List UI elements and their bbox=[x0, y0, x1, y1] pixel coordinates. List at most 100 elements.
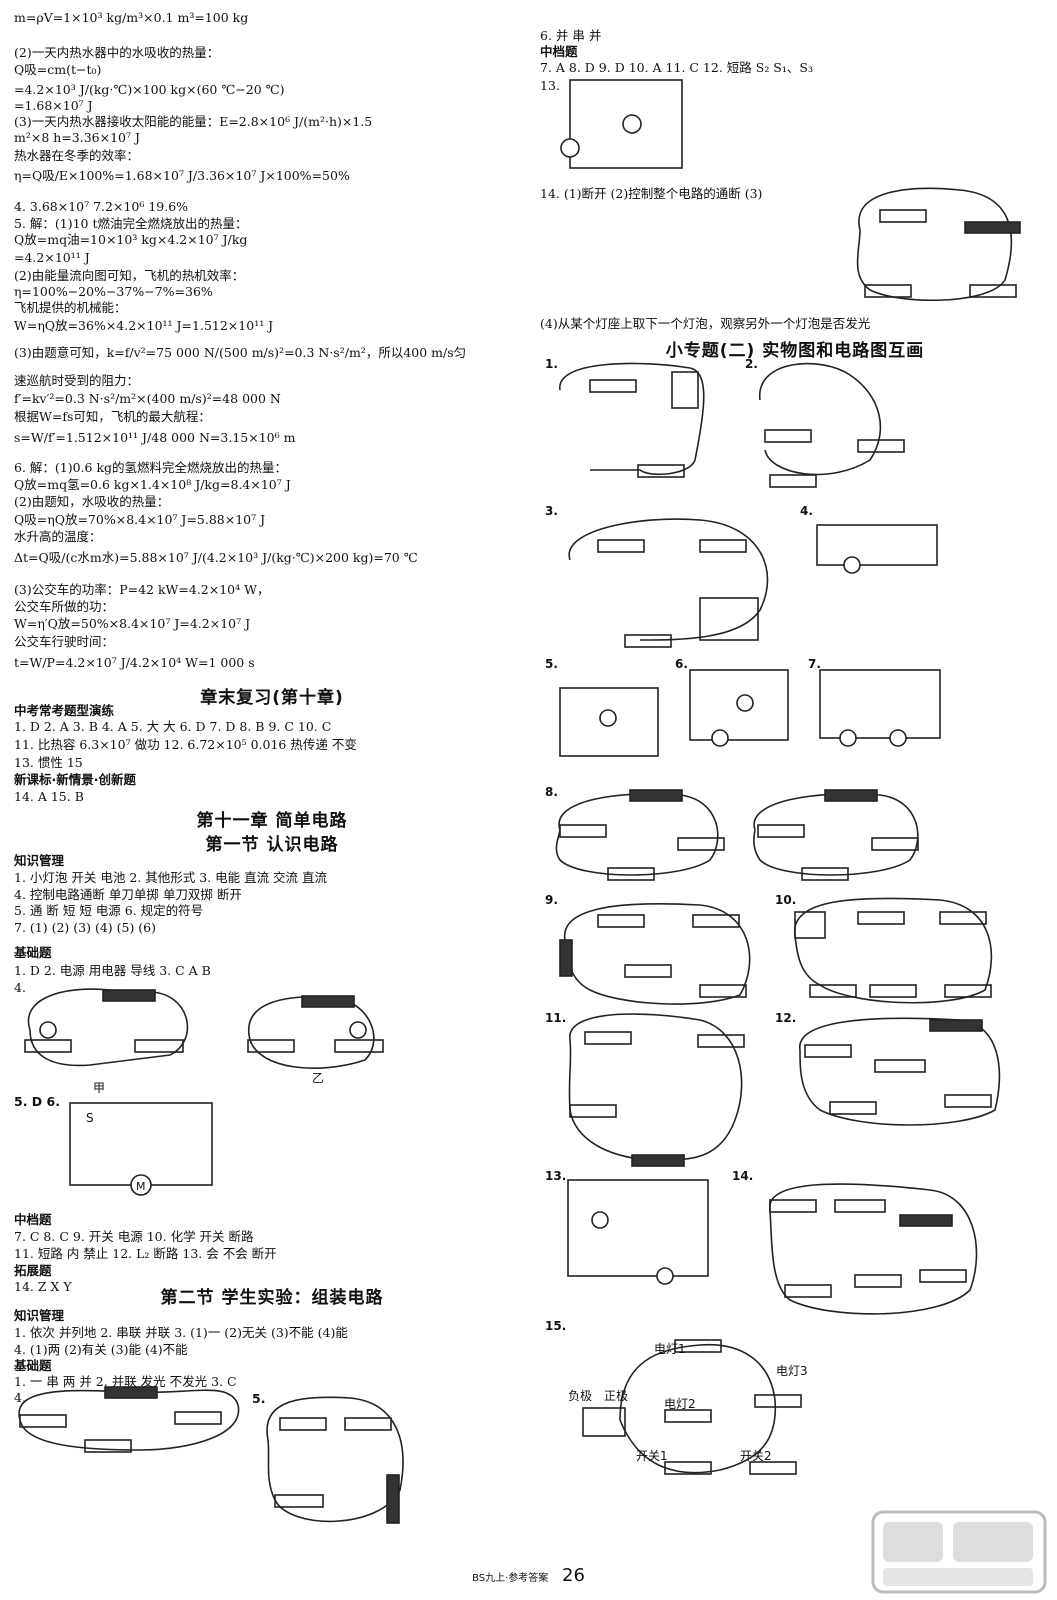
answer-line: Q吸=ηQ放=70%×8.4×10⁷ J=5.88×10⁷ J bbox=[14, 512, 266, 527]
section-title: 第一节 认识电路 bbox=[205, 835, 339, 855]
svg-text:13.: 13. bbox=[545, 1169, 566, 1183]
special-topic-title: 小专题(二) 实物图和电路图互画 bbox=[665, 341, 925, 361]
answer-line: (3)一天内热水器接收太阳能的能量：E=2.8×10⁶ J/(m²·h)×1.5 bbox=[14, 114, 373, 129]
svg-text:3.: 3. bbox=[545, 504, 558, 518]
label-lamp3: 电灯3 bbox=[776, 1364, 808, 1378]
section2-line: 1. 依次 并列地 2. 串联 并联 3. (1)一 (2)无关 (3)不能 (… bbox=[14, 1325, 348, 1340]
answer-line: =4.2×10¹¹ J bbox=[14, 250, 90, 265]
label-yi: 乙 bbox=[312, 1071, 324, 1085]
answer-line: 公交车所做的功： bbox=[14, 599, 115, 614]
svg-text:1.: 1. bbox=[545, 357, 558, 371]
answer-line: 飞机提供的机械能： bbox=[14, 300, 127, 315]
answer-line: =4.2×10³ J/(kg·℃)×100 kg×(60 ℃−20 ℃) bbox=[14, 82, 285, 97]
answer-line: m²×8 h=3.36×10⁷ J bbox=[14, 130, 140, 145]
q14-4-line: (4)从某个灯座上取下一个灯泡，观察另外一个灯泡是否发光 bbox=[540, 316, 871, 331]
label-m: M bbox=[136, 1180, 146, 1193]
answer-line: 根据W=fs可知，飞机的最大航程： bbox=[14, 409, 211, 424]
section1-line: 5. 通 断 短 短 电源 6. 规定的符号 bbox=[14, 903, 204, 918]
answer-line: W=ηQ放=36%×4.2×10¹¹ J=1.512×10¹¹ J bbox=[14, 318, 274, 333]
page-number: 26 bbox=[562, 1565, 585, 1586]
section2-q5: 5. bbox=[252, 1391, 266, 1406]
section2-line: 基础题 bbox=[14, 1358, 52, 1373]
svg-text:2.: 2. bbox=[745, 357, 758, 371]
svg-text:10.: 10. bbox=[775, 893, 796, 907]
answer-line: η=Q吸/E×100%=1.68×10⁷ J/3.36×10⁷ J×100%=5… bbox=[14, 168, 350, 183]
svg-text:12.: 12. bbox=[775, 1011, 796, 1025]
answer-line: 水升高的温度： bbox=[14, 529, 102, 544]
watermark-logo bbox=[871, 1510, 1047, 1594]
footer-tag: BS九上·参考答案 bbox=[472, 1573, 549, 1584]
q14-line: 14. (1)断开 (2)控制整个电路的通断 (3) bbox=[540, 186, 763, 201]
svg-text:11.: 11. bbox=[545, 1011, 566, 1025]
review-line: 新课标·新情景·创新题 bbox=[14, 772, 136, 787]
section2-title: 第二节 学生实验：组装电路 bbox=[160, 1288, 384, 1308]
review-line: 11. 比热容 6.3×10⁷ 做功 12. 6.72×10⁵ 0.016 热传… bbox=[14, 737, 357, 752]
answer-line: t=W/P=4.2×10⁷ J/4.2×10⁴ W=1 000 s bbox=[14, 655, 255, 670]
section2-line: 知识管理 bbox=[14, 1308, 65, 1323]
section1-line: 知识管理 bbox=[14, 853, 65, 868]
svg-text:15.: 15. bbox=[545, 1319, 566, 1333]
right-line: 中档题 bbox=[540, 44, 578, 59]
chapter-title: 第十一章 简单电路 bbox=[196, 811, 348, 831]
answer-line: 公交车行驶时间： bbox=[14, 634, 115, 649]
review-line: 1. D 2. A 3. B 4. A 5. 大 大 6. D 7. D 8. … bbox=[14, 719, 332, 734]
answer-line: 6. 解：(1)0.6 kg的氢燃料完全燃烧放出的热量： bbox=[14, 460, 288, 475]
label-sw2: 开关2 bbox=[740, 1449, 772, 1463]
answer-line: Q吸=cm(t−t₀) bbox=[14, 62, 102, 77]
answer-line: (3)公交车的功率：P=42 kW=4.2×10⁴ W， bbox=[14, 582, 270, 597]
right-line: 7. A 8. D 9. D 10. A 11. C 12. 短路 S₂ S₁、… bbox=[540, 60, 813, 75]
label-neg: 负极 bbox=[568, 1389, 592, 1403]
svg-text:8.: 8. bbox=[545, 785, 558, 799]
figure-labels: 甲 S M 乙 bbox=[86, 1071, 324, 1193]
svg-text:14.: 14. bbox=[732, 1169, 753, 1183]
section1-line: 7. (1) (2) (3) (4) (5) (6) bbox=[14, 920, 157, 935]
section2-line: 4. (1)两 (2)有关 (3)能 (4)不能 bbox=[14, 1342, 188, 1357]
answer-line: W=η′Q放=50%×8.4×10⁷ J=4.2×10⁷ J bbox=[14, 616, 251, 631]
label-pos: 正极 bbox=[604, 1389, 628, 1403]
answer-line: 热水器在冬季的效率： bbox=[14, 148, 140, 163]
answer-line: (2)一天内热水器中的水吸收的热量： bbox=[14, 45, 220, 60]
q5-6: 5. D 6. bbox=[14, 1094, 60, 1109]
label-sw1: 开关1 bbox=[636, 1449, 668, 1463]
section1-line: 1. D 2. 电源 用电器 导线 3. C A B bbox=[14, 963, 211, 978]
review-line: 13. 惯性 15 bbox=[14, 755, 83, 770]
label-lamp2: 电灯2 bbox=[664, 1397, 696, 1411]
section1-line: 4. bbox=[14, 980, 26, 995]
svg-text:7.: 7. bbox=[808, 657, 821, 671]
answer-line: (2)由能量流向图可知，飞机的热机效率： bbox=[14, 268, 245, 283]
review-line: 中考常考题型演练 bbox=[14, 703, 115, 718]
answer-line: 5. 解：(1)10 t燃油完全燃烧放出的热量： bbox=[14, 216, 248, 231]
answer-line: Q放=mq油=10×10³ kg×4.2×10⁷ J/kg bbox=[14, 232, 248, 247]
answer-line: 速巡航时受到的阻力： bbox=[14, 373, 140, 388]
answer-line: (2)由题知，水吸收的热量： bbox=[14, 494, 170, 509]
section1-line: 1. 小灯泡 开关 电池 2. 其他形式 3. 电能 直流 交流 直流 bbox=[14, 870, 328, 885]
section1-line2: 7. C 8. C 9. 开关 电源 10. 化学 开关 断路 bbox=[14, 1229, 254, 1244]
answer-line: Q放=mq氢=0.6 kg×1.4×10⁸ J/kg=8.4×10⁷ J bbox=[14, 477, 291, 492]
section1-line: 基础题 bbox=[14, 945, 52, 960]
section2-line: 1. 一 串 两 并 2. 并联 发光 不发光 3. C bbox=[14, 1374, 237, 1389]
answer-line: η=100%−20%−37%−7%=36% bbox=[14, 284, 213, 299]
section1-line: 4. 控制电路通断 单刀单掷 单刀双掷 断开 bbox=[14, 887, 242, 902]
section2-line: 4. bbox=[14, 1390, 26, 1405]
answer-line: 4. 3.68×10⁷ 7.2×10⁶ 19.6% bbox=[14, 199, 189, 214]
answer-line: s=W/f′=1.512×10¹¹ J/48 000 N=3.15×10⁶ m bbox=[14, 430, 296, 445]
page-footer: BS九上·参考答案 26 bbox=[0, 1565, 1057, 1586]
answer-line: (3)由题意可知，k=f/v²=75 000 N/(500 m/s)²=0.3 … bbox=[14, 345, 467, 360]
answer-line: f′=kv′²=0.3 N·s²/m²×(400 m/s)²=48 000 N bbox=[14, 391, 281, 406]
label-s: S bbox=[86, 1111, 94, 1125]
section-title-review: 章末复习(第十章) bbox=[200, 688, 344, 708]
review-line: 14. A 15. B bbox=[14, 789, 84, 804]
section1-line2: 14. Z X Y bbox=[14, 1279, 72, 1294]
section1-line2: 中档题 bbox=[14, 1212, 52, 1227]
answer-line: m=ρV=1×10³ kg/m³×0.1 m³=100 kg bbox=[14, 10, 249, 25]
section1-line2: 11. 短路 内 禁止 12. L₂ 断路 13. 会 不会 断开 bbox=[14, 1246, 277, 1261]
svg-text:5.: 5. bbox=[545, 657, 558, 671]
right-line: 13. bbox=[540, 78, 560, 93]
answer-line: Δt=Q吸/(c水m水)=5.88×10⁷ J/(4.2×10³ J/(kg·℃… bbox=[14, 550, 418, 565]
svg-text:9.: 9. bbox=[545, 893, 558, 907]
answer-line: =1.68×10⁷ J bbox=[14, 98, 93, 113]
svg-text:6.: 6. bbox=[675, 657, 688, 671]
label-lamp1: 电灯1 bbox=[654, 1342, 686, 1356]
label-jia: 甲 bbox=[93, 1081, 105, 1095]
